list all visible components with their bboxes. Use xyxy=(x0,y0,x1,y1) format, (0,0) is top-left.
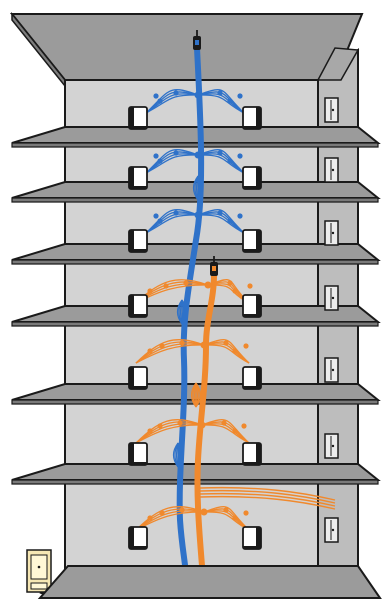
floor-slab xyxy=(12,306,378,322)
splice-point xyxy=(179,340,184,345)
splice-point xyxy=(243,343,248,348)
roof-slab xyxy=(12,14,362,80)
door-icon xyxy=(325,98,338,122)
door-icon xyxy=(325,518,338,542)
splice-point xyxy=(227,280,232,285)
splice-point xyxy=(153,93,158,98)
splice-point xyxy=(173,210,178,215)
wifi-access-point-icon xyxy=(129,230,147,252)
splice-point xyxy=(173,150,178,155)
junction-node xyxy=(201,509,208,516)
splice-point xyxy=(157,98,162,103)
splice-point xyxy=(159,510,164,515)
door-icon xyxy=(325,286,338,310)
wifi-access-point-icon xyxy=(243,295,261,317)
wifi-access-point-icon xyxy=(129,443,147,465)
wifi-access-point-icon xyxy=(129,295,147,317)
splice-point xyxy=(179,507,184,512)
junction-node xyxy=(195,92,202,99)
splice-point xyxy=(147,515,152,520)
splice-point xyxy=(147,288,152,293)
splice-point xyxy=(147,348,152,353)
wifi-access-point-icon xyxy=(243,230,261,252)
wifi-access-point-icon xyxy=(243,443,261,465)
floor-slab-edge xyxy=(12,198,378,202)
junction-node xyxy=(195,212,202,219)
splice-point xyxy=(153,213,158,218)
junction-node xyxy=(205,282,212,289)
wifi-access-point-icon xyxy=(129,527,147,549)
splice-point xyxy=(247,283,252,288)
splice-point xyxy=(232,288,237,293)
door-icon xyxy=(325,434,338,458)
wifi-access-point-icon xyxy=(243,167,261,189)
splice-point xyxy=(217,150,222,155)
door-icon xyxy=(325,358,338,382)
splice-point xyxy=(147,428,152,433)
wifi-access-point-icon xyxy=(129,367,147,389)
wifi-access-point-icon xyxy=(243,527,261,549)
ground-slab xyxy=(40,566,380,598)
wifi-access-point-icon xyxy=(243,107,261,129)
splice-point xyxy=(223,340,228,345)
wifi-access-point-icon xyxy=(243,367,261,389)
splice-point xyxy=(153,153,158,158)
wifi-access-point-icon xyxy=(129,107,147,129)
splice-point xyxy=(173,90,178,95)
floor-slab xyxy=(12,127,378,143)
door-icon xyxy=(325,221,338,245)
splice-point xyxy=(237,153,242,158)
splice-point xyxy=(217,90,222,95)
wall-cabinet-icon xyxy=(27,550,51,592)
splice-point xyxy=(159,343,164,348)
splice-point xyxy=(243,510,248,515)
splice-point xyxy=(227,218,232,223)
floor-slab-edge xyxy=(12,322,378,326)
junction-node xyxy=(201,342,208,349)
splice-point xyxy=(157,158,162,163)
splice-point xyxy=(217,210,222,215)
junction-node xyxy=(195,152,202,159)
splice-point xyxy=(241,423,246,428)
splice-point xyxy=(232,428,237,433)
splice-point xyxy=(177,420,182,425)
splice-point xyxy=(183,280,188,285)
splice-point xyxy=(237,213,242,218)
door-icon xyxy=(325,158,338,182)
splice-point xyxy=(232,348,237,353)
floor-slab-edge xyxy=(12,143,378,147)
splice-point xyxy=(221,420,226,425)
splice-point xyxy=(237,93,242,98)
splice-point xyxy=(157,218,162,223)
splice-point xyxy=(223,507,228,512)
splice-point xyxy=(227,158,232,163)
splice-point xyxy=(232,515,237,520)
splice-point xyxy=(227,98,232,103)
splice-point xyxy=(163,283,168,288)
junction-node xyxy=(199,422,206,429)
splice-point xyxy=(157,423,162,428)
wifi-access-point-icon xyxy=(129,167,147,189)
